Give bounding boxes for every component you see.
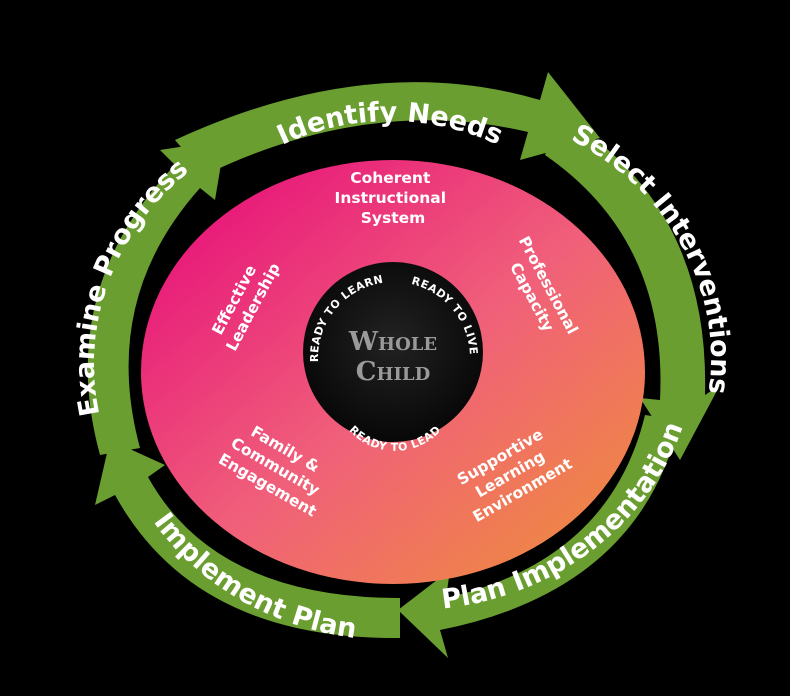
arrow-segment-plan-implementation xyxy=(398,415,680,658)
whole-child-center-disk xyxy=(303,262,483,442)
arrow-segment-identify-needs xyxy=(175,72,600,175)
center-title-child: Child xyxy=(356,357,430,387)
arrow-segment-select-interventions xyxy=(545,115,720,460)
arrow-segment-examine-progress xyxy=(87,140,226,455)
pillar-coherent-instructional-system: Coherent Instructional System xyxy=(335,169,452,227)
cycle-arrows xyxy=(87,72,720,658)
center-title-whole: Whole xyxy=(348,327,437,357)
arrow-segment-implement-plan xyxy=(95,440,400,639)
